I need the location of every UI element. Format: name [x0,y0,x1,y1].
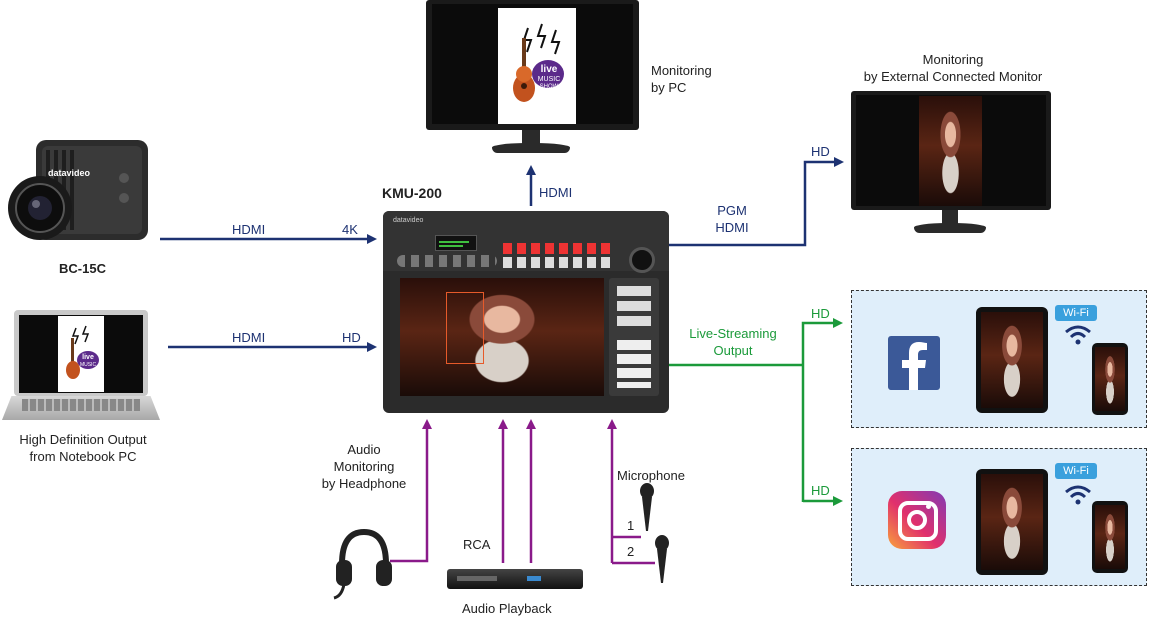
microphone-icon [640,483,654,531]
label-pgm-hdmi: HDMI [715,220,749,235]
kmu-200-device: datavideo [383,211,669,413]
headphone-caption-3: by Headphone [321,476,407,491]
ext-monitor-caption-2: by External Connected Monitor [863,69,1043,84]
kmu-audio-meter [435,235,477,251]
notebook-keys [22,399,140,411]
pc-monitor-stand [522,130,540,144]
notebook-poster-show: SHOW [81,368,95,373]
facebook-tablet [976,307,1048,413]
microphone-icon [655,535,669,583]
camera-brand: datavideo [48,168,91,178]
headphone-caption-1: Audio [347,442,381,457]
notebook-pc: live MUSIC SHOW [2,310,160,428]
kmu-title: KMU-200 [382,185,442,201]
instagram-phone [1092,501,1128,573]
label-audio-playback: Audio Playback [462,601,552,616]
notebook-caption-1: High Definition Output [19,432,147,447]
facebook-icon [888,336,940,390]
headphone-icon [333,528,392,600]
label-pgm: PGM [717,203,747,218]
headphone-caption-2: Monitoring [333,459,395,474]
instagram-icon [888,491,946,549]
ext-monitor-stand [942,210,958,224]
label-stream-1: Live-Streaming [689,326,777,341]
wifi-icon [1065,325,1091,345]
label-mic-1: 1 [627,518,635,533]
camera-icon [8,140,148,240]
pc-monitor-caption-1: Monitoring [651,63,712,78]
wifi-icon [1065,485,1091,505]
label-stream-2: Output [713,343,753,358]
kmu-side-panel [609,278,659,396]
external-monitor [851,91,1051,210]
wire-headphone [390,419,432,563]
kmu-preview-screen [400,278,604,396]
label-camera-hdmi: HDMI [232,222,266,237]
label-microphone: Microphone [617,468,685,483]
label-ig-hd: HD [811,483,830,498]
facebook-tablet-screen [981,312,1043,408]
notebook-poster-live: live [82,354,94,361]
notebook-caption-2: from Notebook PC [29,449,137,464]
facebook-wifi-badge: Wi-Fi [1055,305,1097,321]
facebook-phone [1092,343,1128,415]
kmu-source-buttons-row2 [503,257,613,268]
instagram-wifi-badge: Wi-Fi [1055,463,1097,479]
facebook-stream-box: Wi-Fi [851,290,1147,428]
ext-monitor-performer-image [919,96,982,206]
poster-text-show: SHOW [539,84,559,90]
pc-monitor-base [492,143,570,153]
label-mic-2: 2 [627,544,635,559]
kmu-brand: datavideo [393,217,424,224]
wire-stream-fb [801,318,843,502]
instagram-phone-screen [1095,505,1125,569]
notebook-poster-music: MUSIC [79,362,97,368]
poster-text-live: live [540,64,558,75]
ext-monitor-base [914,223,986,233]
kmu-knobs [397,255,497,267]
audio-playback-device [447,569,583,589]
ext-monitor-caption-1: Monitoring [922,52,984,67]
label-notebook-hd: HD [342,330,361,345]
label-pc-hdmi: HDMI [539,185,573,200]
pc-monitor-caption-2: by PC [651,80,687,95]
poster-text-music: MUSIC [537,76,561,83]
notebook-poster: live MUSIC SHOW [58,316,104,392]
label-fb-hd: HD [811,306,830,321]
kmu-joystick [629,247,655,273]
label-rca: RCA [463,537,491,552]
instagram-tablet-screen [981,474,1043,570]
bc15c-camera: datavideo [6,138,152,252]
label-ext-hd: HD [811,144,830,159]
instagram-stream-box: Wi-Fi [851,448,1147,586]
wire-pgm-hdmi [669,157,844,247]
kmu-source-buttons-row1 [503,243,613,254]
live-music-poster: live MUSIC SHOW [498,8,576,124]
pc-monitor: live MUSIC SHOW [426,0,639,130]
label-notebook-hdmi: HDMI [232,330,266,345]
guitar-logo-icon [513,23,564,102]
kmu-selection-box [446,292,484,364]
instagram-tablet [976,469,1048,575]
facebook-phone-screen [1095,347,1125,411]
camera-name: BC-15C [59,261,106,276]
label-camera-4k: 4K [342,222,358,237]
guitar-logo-icon [66,325,99,379]
